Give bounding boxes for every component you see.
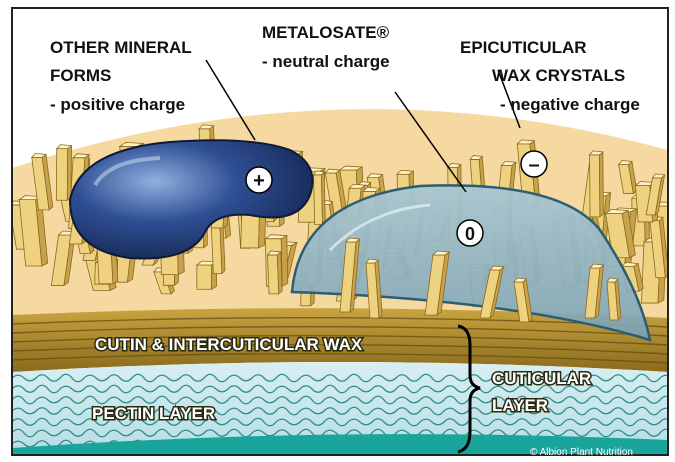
label-cuticular-2: LAYER <box>492 396 548 415</box>
copyright-text: © Albion Plant Nutrition <box>530 447 633 458</box>
label-epicuticular-1: EPICUTICULAR <box>460 38 587 57</box>
wax-crystal <box>56 145 71 201</box>
label-cuticular-1: CUTICULAR <box>492 369 591 388</box>
label-pectin: PECTIN LAYER <box>92 404 215 423</box>
charge-negative-symbol: – <box>528 154 539 176</box>
label-epicuticular-2: WAX CRYSTALS <box>492 66 625 85</box>
label-metalosate-1: METALOSATE® <box>262 23 390 42</box>
wax-crystal <box>268 251 283 294</box>
charge-positive: + <box>246 167 272 193</box>
label-other-mineral-3: - positive charge <box>50 95 185 114</box>
wax-crystal <box>314 171 326 225</box>
label-metalosate-2: - neutral charge <box>262 52 390 71</box>
charge-positive-symbol: + <box>253 170 265 192</box>
label-cutin: CUTIN & INTERCUTICULAR WAX <box>95 335 363 354</box>
charge-neutral-symbol: 0 <box>465 224 475 244</box>
label-epicuticular-3: - negative charge <box>500 95 640 114</box>
label-other-mineral-1: OTHER MINERAL <box>50 38 192 57</box>
charge-negative: – <box>521 151 547 177</box>
label-other-mineral-2: FORMS <box>50 66 111 85</box>
charge-neutral: 0 <box>457 220 483 246</box>
wax-crystal <box>590 151 604 217</box>
